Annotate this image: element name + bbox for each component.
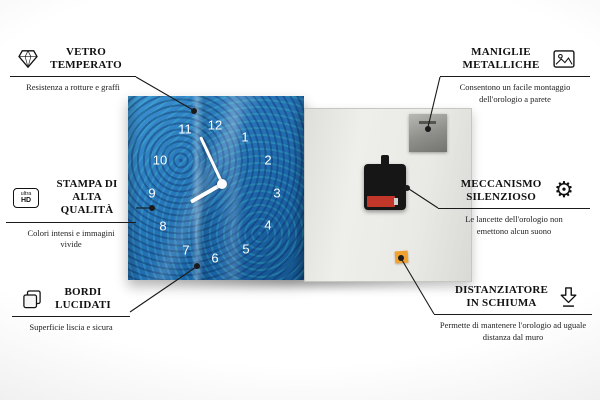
clock-back-view [304, 108, 472, 282]
clock-number: 9 [148, 185, 156, 201]
metal-hanger-plate [409, 114, 447, 152]
feature-subtitle: Colori intensi e immagini vivide [27, 227, 115, 250]
mechanism-hook [381, 155, 389, 164]
callout-meccanismo-silenzioso: MECCANISMO SILENZIOSO ⚙ Le lancette dell… [438, 178, 590, 237]
feature-subtitle: Superficie liscia e sicura [29, 322, 113, 333]
callout-stampa-alta-qualita: ultra HD STAMPA DI ALTA QUALITÀ Colori i… [6, 178, 136, 251]
clock-number: 12 [207, 117, 223, 133]
feature-title: STAMPA DI ALTA QUALITÀ [56, 178, 118, 217]
clock-number: 4 [264, 217, 272, 233]
feature-subtitle: Le lancette dell'orologio non emettono a… [465, 214, 563, 236]
clock-number: 10 [152, 152, 168, 168]
feature-title: DISTANZIATORE IN SCHIUMA [454, 284, 549, 310]
callout-bordi-lucidati: BORDI LUCIDATI Superficie liscia e sicur… [12, 286, 130, 334]
feature-subtitle: Permette di mantenere l'orologio ad ugua… [439, 320, 587, 342]
callout-vetro-temperato: VETRO TEMPERATO Resistenza a rotture e g… [10, 46, 136, 94]
clock-number: 11 [178, 121, 192, 137]
clock-number: 8 [159, 218, 167, 234]
foam-spacer [394, 250, 409, 264]
clock-mechanism [364, 155, 406, 210]
gear-icon: ⚙ [554, 178, 574, 204]
layers-icon [23, 290, 41, 309]
clock-number: 7 [182, 242, 190, 258]
ultra-hd-icon-text: ultra [20, 190, 32, 197]
feature-title: BORDI LUCIDATI [55, 286, 111, 312]
hanger-slot [419, 121, 436, 124]
arrow-down-icon [560, 287, 577, 308]
ultra-hd-icon: ultra HD [13, 187, 39, 208]
callout-maniglie-metalliche: MANIGLIE METALLICHE Consentono un facile… [440, 46, 590, 105]
clock-number: 2 [264, 152, 272, 168]
feature-subtitle: Consentono un facile montaggio dell'orol… [459, 82, 571, 104]
clock-number: 5 [242, 241, 250, 257]
clock-number: 1 [241, 129, 249, 145]
feature-title: VETRO TEMPERATO [50, 46, 122, 72]
clock-number: 6 [211, 250, 219, 266]
battery-tip [394, 198, 398, 205]
feature-title: MANIGLIE METALLICHE [462, 46, 540, 72]
battery [367, 196, 398, 207]
feature-title: MECCANISMO SILENZIOSO [460, 178, 542, 204]
hands-center-cap [217, 179, 227, 189]
callout-distanziatore-schiuma: DISTANZIATORE IN SCHIUMA Permette di man… [434, 284, 592, 343]
picture-icon [553, 50, 575, 68]
diamond-icon [18, 50, 38, 69]
clock-number: 3 [273, 185, 281, 201]
clock-front-view: 11 12 1 2 3 4 5 6 7 8 9 10 [128, 96, 304, 280]
feature-subtitle: Resistenza a rotture e graffi [26, 82, 120, 93]
ultra-hd-icon-text: HD [20, 197, 32, 205]
